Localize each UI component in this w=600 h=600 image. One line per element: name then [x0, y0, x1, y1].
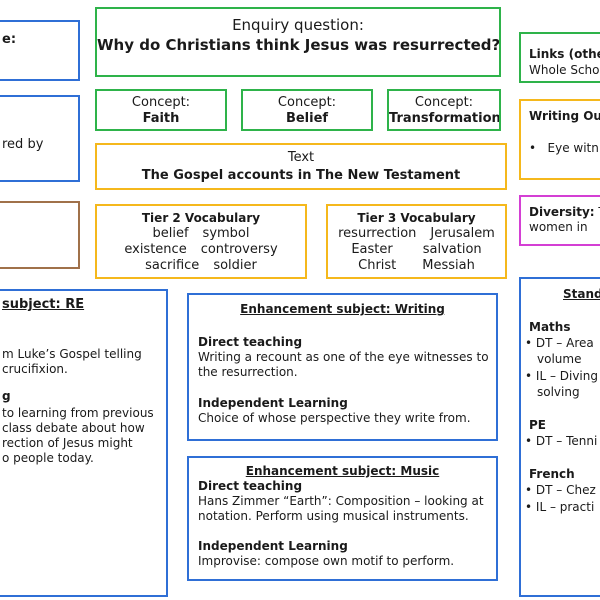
- vocab-word: Messiah: [422, 258, 475, 273]
- re-heading: g: [2, 389, 11, 403]
- maths-item-text: IL – Diving: [535, 369, 598, 383]
- music-indep-text: Improvise: compose own motif to perform.: [198, 554, 455, 568]
- left-brown-box: [0, 201, 80, 269]
- writing-indep-heading: Independent Learning: [198, 396, 348, 410]
- writing-direct-text: Writing a recount as one of the eye witn…: [198, 350, 489, 364]
- vocab-word: Jerusalem: [430, 226, 495, 241]
- diversity-box: Diversity: T women in: [519, 195, 600, 246]
- links-text: Whole Scho: [529, 63, 600, 77]
- text-label: Text: [287, 150, 315, 165]
- music-indep-heading: Independent Learning: [198, 539, 348, 553]
- vocab-word: existence: [124, 242, 187, 257]
- tier2-vocabulary-box: Tier 2 Vocabulary belief symbol existence…: [95, 204, 307, 279]
- concept-transformation-box: Concept: Transformation: [387, 89, 501, 131]
- concept-faith-box: Concept: Faith: [95, 89, 227, 131]
- re-line: crucifixion.: [2, 362, 68, 376]
- writing-direct-heading: Direct teaching: [198, 335, 303, 349]
- pe-heading: PE: [529, 418, 546, 432]
- vocab-word: Easter: [351, 242, 393, 257]
- maths-item-continued: solving: [537, 385, 580, 399]
- french-heading: French: [529, 467, 575, 481]
- maths-item: • DT – Area: [525, 336, 594, 350]
- music-direct-text: notation. Perform using musical instrume…: [198, 509, 469, 523]
- vocab-word: resurrection: [338, 226, 417, 241]
- left-top-text: e:: [2, 32, 17, 47]
- writing-indep-text: Choice of whose perspective they write f…: [198, 411, 471, 425]
- writing-outcome-box: Writing Out • Eye witn: [519, 99, 600, 180]
- concept-label: Concept:: [414, 95, 474, 110]
- standalone-box: Standa Maths • DT – Area volume • IL – D…: [519, 277, 600, 597]
- enquiry-label: Enquiry question:: [232, 16, 364, 34]
- left-mid-box: red by: [0, 95, 80, 182]
- text-box: Text The Gospel accounts in The New Test…: [95, 143, 507, 190]
- maths-item: • IL – Diving: [525, 369, 598, 383]
- maths-item-text: DT – Area: [535, 336, 594, 350]
- enquiry-question: Why do Christians think Jesus was resurr…: [97, 36, 501, 54]
- music-title: Enhancement subject: Music: [245, 464, 440, 478]
- vocab-word: controversy: [200, 242, 278, 257]
- diversity-title: Diversity:: [529, 205, 595, 219]
- concept-belief-box: Concept: Belief: [241, 89, 373, 131]
- re-line: o people today.: [2, 451, 94, 465]
- vocab-word: salvation: [422, 242, 482, 257]
- french-item-text: DT – Chez: [535, 483, 596, 497]
- tier2-title: Tier 2 Vocabulary: [141, 211, 261, 225]
- writing-title: Enhancement subject: Writing: [240, 302, 445, 316]
- re-line: class debate about how: [2, 421, 145, 435]
- vocab-word: sacrifice: [145, 258, 200, 273]
- french-item-text: IL – practi: [535, 500, 595, 514]
- re-line: rection of Jesus might: [2, 436, 133, 450]
- left-top-box: e:: [0, 20, 80, 81]
- text-value: The Gospel accounts in The New Testament: [141, 168, 461, 183]
- vocab-row: belief symbol: [97, 226, 305, 242]
- re-subject-title: subject: RE: [2, 297, 85, 312]
- writing-direct-text: the resurrection.: [198, 365, 298, 379]
- music-direct-text: Hans Zimmer “Earth”: Composition – looki…: [198, 494, 484, 508]
- diversity-text-2: women in: [529, 220, 588, 234]
- vocab-word: Christ: [358, 258, 397, 273]
- concept-value: Transformation: [389, 111, 501, 126]
- writing-outcome-text: Eye witn: [547, 141, 599, 155]
- maths-item-continued: volume: [537, 352, 582, 366]
- left-mid-text: red by: [2, 137, 44, 152]
- diversity-line: Diversity: T: [529, 205, 600, 220]
- re-line: to learning from previous: [2, 406, 154, 420]
- pe-item-text: DT – Tenni: [535, 434, 598, 448]
- vocab-word: belief: [152, 226, 189, 241]
- tier3-title: Tier 3 Vocabulary: [357, 211, 476, 225]
- diversity-text: T: [595, 205, 600, 219]
- maths-heading: Maths: [529, 320, 571, 334]
- vocab-row: resurrection Jerusalem: [328, 226, 505, 242]
- music-direct-heading: Direct teaching: [198, 479, 303, 493]
- enquiry-box: Enquiry question: Why do Christians thin…: [95, 7, 501, 77]
- vocab-row: Christ Messiah: [328, 258, 505, 274]
- french-item: • DT – Chez: [525, 483, 596, 497]
- vocab-word: symbol: [202, 226, 250, 241]
- concept-label: Concept:: [131, 95, 191, 110]
- standalone-title: Standa: [563, 287, 600, 301]
- vocab-word: soldier: [213, 258, 257, 273]
- writing-outcome-bullet: • Eye witn: [529, 141, 599, 155]
- concept-label: Concept:: [277, 95, 337, 110]
- music-subject-box: Enhancement subject: Music Direct teachi…: [187, 456, 498, 581]
- concept-value: Belief: [285, 111, 329, 126]
- re-line: m Luke’s Gospel telling: [2, 347, 142, 361]
- writing-outcome-title: Writing Out: [529, 109, 600, 123]
- writing-subject-box: Enhancement subject: Writing Direct teac…: [187, 293, 498, 441]
- vocab-row: Easter salvation: [328, 242, 505, 258]
- vocab-row: sacrifice soldier: [97, 258, 305, 274]
- french-item: • IL – practi: [525, 500, 595, 514]
- vocab-row: existence controversy: [97, 242, 305, 258]
- pe-item: • DT – Tenni: [525, 434, 598, 448]
- re-subject-box: subject: RE m Luke’s Gospel telling cruc…: [0, 289, 168, 597]
- concept-value: Faith: [142, 111, 180, 126]
